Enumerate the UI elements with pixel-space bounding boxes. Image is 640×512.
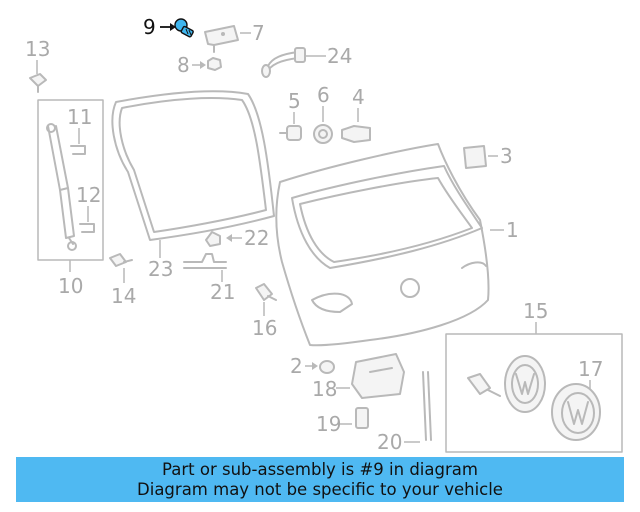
- part-15-emblem-group[interactable]: 15 17: [445, 299, 623, 453]
- emblem-handle-icon: [467, 355, 546, 413]
- callout-15: 15: [523, 299, 548, 323]
- part-14-pin[interactable]: 14: [109, 253, 136, 308]
- callout-8: 8: [177, 53, 190, 77]
- callout-14: 14: [111, 284, 136, 308]
- callout-1: 1: [506, 218, 519, 242]
- callout-18: 18: [312, 377, 337, 401]
- callout-24: 24: [327, 44, 352, 68]
- callout-7: 7: [252, 21, 265, 45]
- part-2-nut[interactable]: 2: [290, 354, 335, 378]
- bumper-22-icon: [205, 231, 221, 247]
- callout-22: 22: [244, 226, 269, 250]
- part-8-nut[interactable]: 8: [177, 53, 222, 77]
- part-5-stop[interactable]: 5: [279, 89, 302, 141]
- banner-line-1: Part or sub-assembly is #9 in diagram: [162, 459, 478, 479]
- part-22-bumper[interactable]: 22: [205, 226, 269, 250]
- part-18-latch[interactable]: 18: [312, 353, 405, 401]
- callout-4: 4: [352, 85, 365, 109]
- callout-12: 12: [76, 183, 101, 207]
- part-10-gas-strut-group[interactable]: 11 12 10: [37, 99, 104, 298]
- part-16-bolt[interactable]: 16: [252, 283, 277, 340]
- grommet-6-icon: [313, 124, 333, 144]
- bracket-11-icon: [70, 145, 86, 155]
- nut-8-icon: [207, 57, 222, 71]
- weatherstrip-23-icon: [111, 90, 275, 241]
- callout-3: 3: [500, 144, 513, 168]
- part-23-weatherstrip[interactable]: 23: [111, 90, 275, 281]
- antenna-20-icon: [422, 371, 427, 441]
- callout-23: 23: [148, 257, 173, 281]
- part-3-cover[interactable]: 3: [463, 144, 513, 169]
- hinge-7-icon: [204, 25, 239, 46]
- info-banner: Part or sub-assembly is #9 in diagram Di…: [16, 457, 624, 502]
- nut-2-icon: [319, 360, 335, 374]
- part-1-liftgate[interactable]: 1: [275, 143, 519, 347]
- callout-17: 17: [578, 357, 603, 381]
- latch-18-icon: [351, 353, 405, 399]
- callout-13: 13: [25, 37, 50, 61]
- bracket-12-icon: [79, 223, 95, 233]
- buffer-4-icon: [341, 125, 371, 143]
- part-6-grommet[interactable]: 6: [313, 83, 333, 144]
- strut-icon: [46, 123, 77, 251]
- stop-5-icon: [286, 125, 302, 141]
- liftgate-1-icon: [275, 143, 490, 347]
- bracket-21-icon: [183, 253, 227, 263]
- part-11-bracket[interactable]: 11: [67, 105, 92, 155]
- pin-14-icon: [109, 253, 127, 267]
- part-12-bracket[interactable]: 12: [76, 183, 101, 233]
- part-4-buffer[interactable]: 4: [341, 85, 371, 143]
- exploded-parts-diagram: 9 7 8 24 13: [25, 15, 623, 454]
- bolt-9-icon: [174, 18, 194, 38]
- part-24-cable[interactable]: 24: [261, 44, 352, 78]
- part-17-emblem[interactable]: 17: [551, 357, 603, 441]
- callout-11: 11: [67, 105, 92, 129]
- part-7-hinge[interactable]: 7: [204, 21, 265, 53]
- part-21-bracket[interactable]: 21: [183, 253, 235, 304]
- part-13-clip[interactable]: 13: [25, 37, 50, 93]
- group-15-box: [445, 333, 623, 453]
- banner-line-2: Diagram may not be specific to your vehi…: [137, 479, 503, 499]
- part-9-bolt[interactable]: 9: [143, 15, 194, 39]
- callout-10: 10: [58, 274, 83, 298]
- callout-5: 5: [288, 89, 301, 113]
- callout-2: 2: [290, 354, 303, 378]
- arrow-9: [170, 23, 176, 31]
- callout-16: 16: [252, 316, 277, 340]
- clip-13-icon: [29, 73, 47, 87]
- callout-6: 6: [317, 83, 330, 107]
- callout-20: 20: [377, 430, 402, 454]
- callout-9: 9: [143, 15, 156, 39]
- part-19-screw[interactable]: 19: [316, 407, 369, 436]
- screw-19-icon: [355, 407, 369, 429]
- callout-19: 19: [316, 412, 341, 436]
- callout-21: 21: [210, 280, 235, 304]
- part-20-antenna[interactable]: 20: [377, 371, 432, 454]
- cover-3-icon: [463, 145, 487, 169]
